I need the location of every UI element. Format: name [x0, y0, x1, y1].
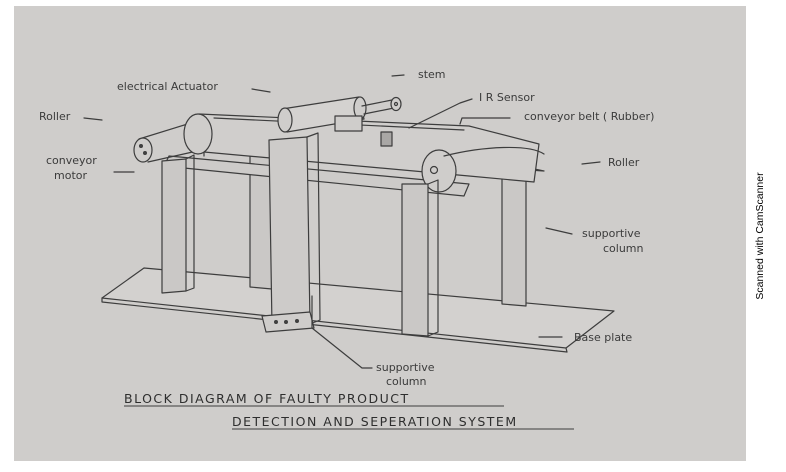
conveyor-motor-end: [133, 137, 153, 163]
label-roller-left: Roller: [39, 110, 71, 123]
ir-sensor: [380, 131, 393, 147]
actuator-bracket: [334, 115, 363, 132]
front-left-column: [161, 158, 187, 294]
label-base-plate: Base plate: [574, 331, 632, 344]
label-electrical-actuator: electrical Actuator: [117, 80, 218, 93]
label-supportive-column-bottom-2: column: [386, 375, 427, 388]
label-supportive-column-right-2: column: [603, 242, 644, 255]
actuator-stem: [361, 99, 395, 115]
front-right-column: [401, 183, 429, 337]
label-ir-sensor: I R Sensor: [479, 91, 535, 104]
label-supportive-column-bottom-1: supportive: [376, 361, 435, 374]
scanner-watermark: Scanned with CamScanner: [754, 172, 766, 300]
label-roller-right: Roller: [608, 156, 640, 169]
title-line-2: DETECTION AND SEPERATION SYSTEM: [232, 414, 518, 429]
label-conveyor-motor-1: conveyor: [46, 154, 97, 167]
title-line-1: BLOCK DIAGRAM OF FAULTY PRODUCT: [124, 391, 410, 406]
label-stem: stem: [418, 68, 446, 81]
block-diagram: electrical Actuator stem I R Sensor Roll…: [39, 68, 654, 430]
label-conveyor-belt: conveyor belt ( Rubber): [524, 110, 654, 123]
label-supportive-column-right-1: supportive: [582, 227, 641, 240]
paper-sheet: [14, 6, 746, 461]
label-conveyor-motor-2: motor: [54, 169, 87, 182]
front-center-column: [268, 136, 311, 328]
left-roller: [183, 113, 213, 155]
back-right-column: [501, 177, 527, 307]
right-roller: [421, 149, 457, 193]
